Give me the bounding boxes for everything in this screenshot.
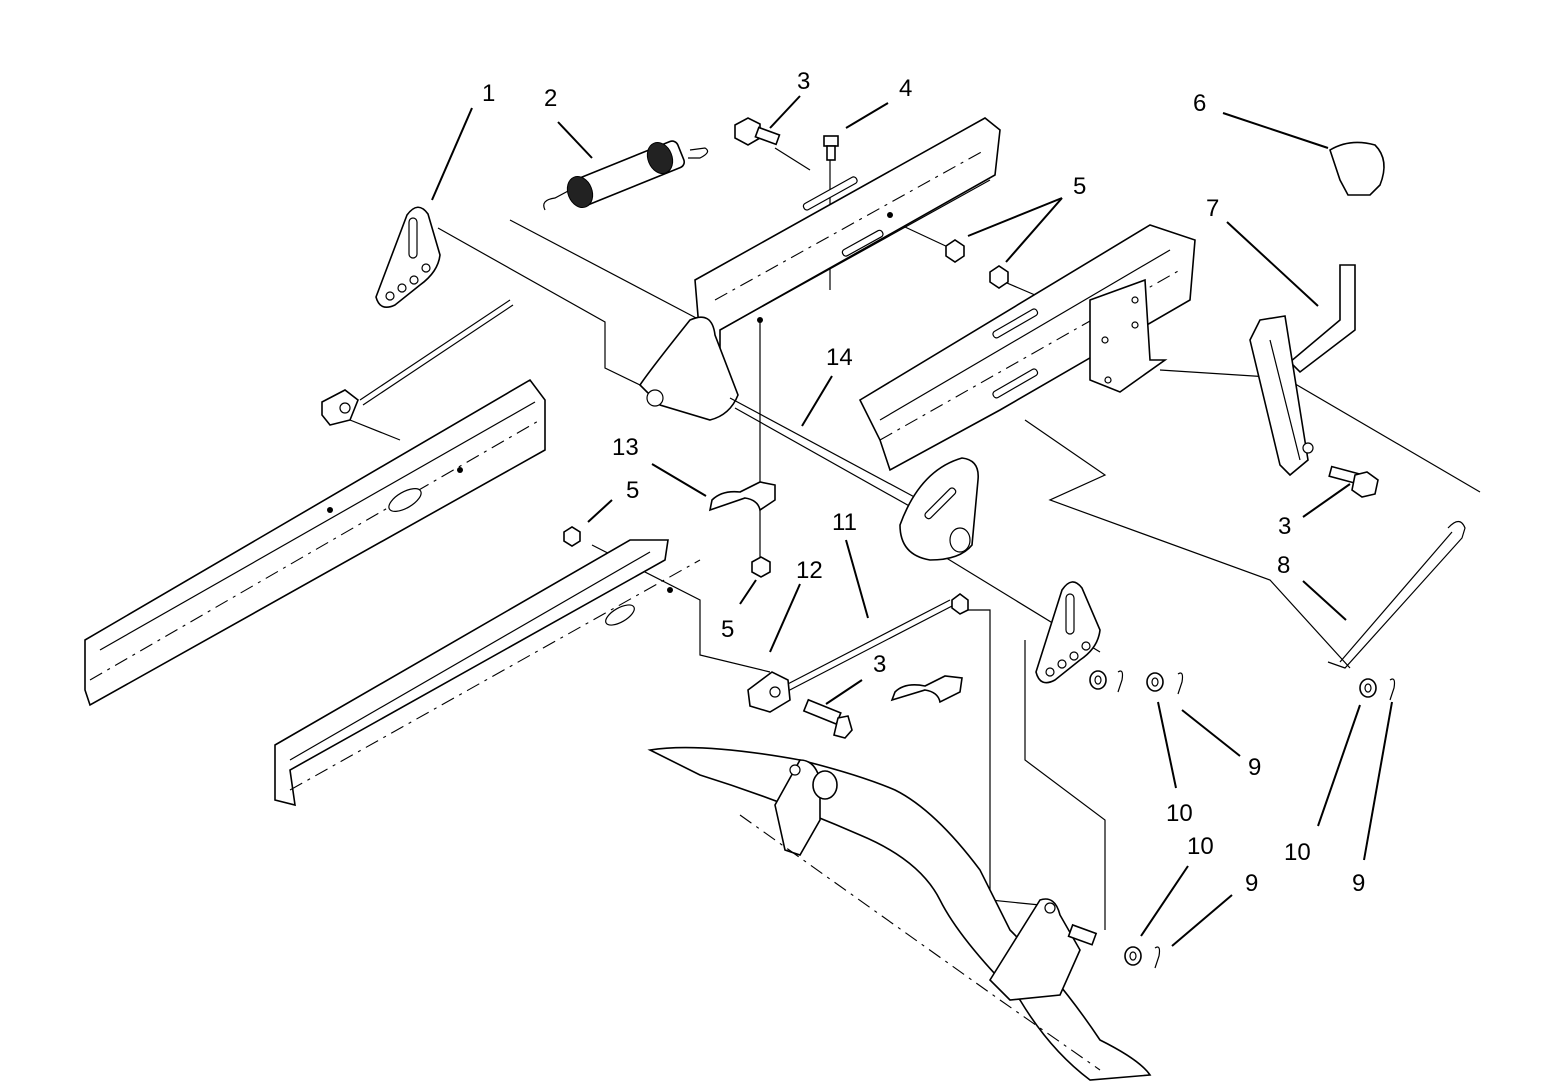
callout-5-left: 5 (626, 477, 639, 504)
callout-3-lever: 3 (1278, 513, 1291, 540)
callout-3-lower: 3 (873, 651, 886, 678)
upper-channel-frame (694, 117, 1001, 357)
foot-pedal-part (647, 746, 1152, 1081)
right-channel-frame (858, 224, 1196, 472)
knob-and-lever-part (1249, 141, 1385, 498)
pivot-plate-part (375, 206, 441, 308)
callout-leader-lines (431, 95, 1393, 947)
callout-9-mid: 9 (1248, 754, 1261, 781)
washer-and-clip-parts (1089, 670, 1396, 969)
extension-spring-part (543, 140, 709, 211)
shoulder-bolt-part (734, 117, 781, 146)
callout-11: 11 (832, 509, 857, 536)
callout-3: 3 (797, 68, 810, 95)
left-long-channel (84, 378, 546, 707)
callout-8: 8 (1277, 552, 1290, 579)
callout-6: 6 (1193, 90, 1206, 117)
strap-bracket-part (708, 481, 963, 704)
callout-4: 4 (899, 75, 912, 102)
cross-shaft-assembly (638, 316, 979, 561)
callout-1: 1 (482, 80, 495, 107)
callout-10-lower: 10 (1187, 833, 1214, 860)
callout-2: 2 (544, 85, 557, 112)
callout-9-right: 9 (1352, 870, 1365, 897)
callout-5-lower: 5 (721, 616, 734, 643)
screw-part (823, 135, 839, 161)
lower-pivot-plate (1035, 581, 1101, 684)
callout-10-mid: 10 (1166, 800, 1193, 827)
callout-9-lower: 9 (1245, 870, 1258, 897)
callout-14: 14 (826, 344, 853, 371)
link-rod-part (1327, 520, 1466, 669)
middle-channel (274, 539, 701, 807)
callout-5: 5 (1073, 173, 1086, 200)
callout-10-right: 10 (1284, 839, 1311, 866)
callout-13: 13 (612, 434, 639, 461)
hex-nut-parts (563, 239, 1009, 578)
callout-7: 7 (1206, 195, 1219, 222)
left-rod-and-clevis (321, 299, 514, 426)
callout-labels: 1 2 3 4 5 6 7 3 8 5 13 12 11 3 5 14 9 10… (482, 68, 1365, 897)
callout-12: 12 (796, 557, 823, 584)
lower-rod-and-clevis (747, 593, 969, 739)
